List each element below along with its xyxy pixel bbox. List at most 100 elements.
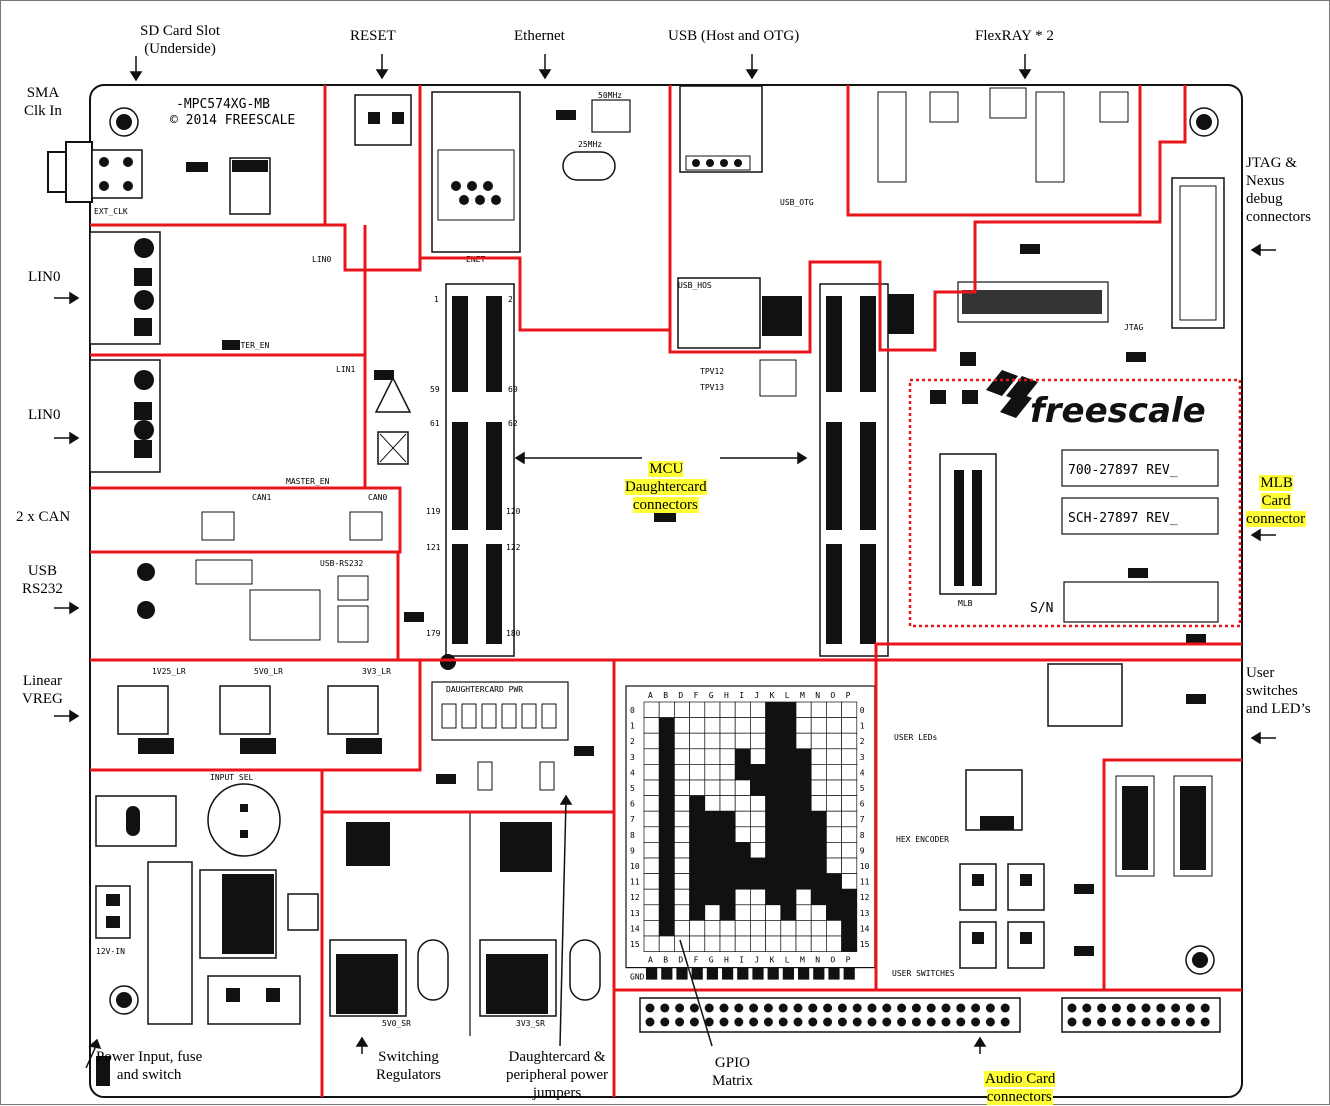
gpio-cell — [674, 717, 690, 734]
audio-pin — [823, 1003, 833, 1013]
audio-pin — [1097, 1003, 1107, 1013]
audio-pin — [660, 1003, 670, 1013]
gpio-cell — [750, 748, 766, 765]
gpio-cell — [689, 764, 706, 781]
gpio-cell — [765, 779, 782, 796]
audio-pin — [763, 1003, 773, 1013]
audio-connectors — [639, 997, 1221, 1033]
gpio-cell — [826, 779, 842, 796]
gpio-cell — [750, 810, 766, 828]
gpio-cell — [780, 842, 797, 859]
gpio-cell — [689, 935, 706, 952]
gpio-gnd-pad — [646, 967, 658, 980]
gpio-cell — [780, 748, 797, 765]
gpio-cell — [704, 935, 721, 952]
gpio-col-footer: J — [754, 956, 759, 965]
pin-right-122: 122 — [506, 543, 521, 552]
gpio-cell — [826, 764, 842, 781]
gpio-row-label-right: 11 — [860, 878, 870, 887]
gpio-gnd-pad — [722, 967, 734, 980]
gpio-cell — [674, 826, 690, 843]
gpio-cell — [658, 810, 675, 828]
gpio-cell — [795, 935, 812, 952]
audio-pin — [704, 1017, 714, 1027]
pin-right-60: 60 — [508, 385, 518, 394]
audio-pin — [971, 1003, 981, 1013]
gpio-cell — [734, 701, 751, 718]
gpio-col-header: P — [846, 691, 851, 700]
gpio-cell — [841, 795, 858, 812]
gpio-cell — [719, 810, 736, 828]
gpio-cell — [810, 717, 827, 734]
gpio-cell — [841, 873, 858, 890]
gpio-cell — [704, 732, 721, 750]
gpio-cell — [734, 888, 751, 906]
gpio-cell — [674, 935, 690, 952]
tpv13-label: TPV13 — [700, 383, 724, 392]
gpio-gnd-pad — [737, 967, 749, 980]
gpio-row-label-right: 0 — [860, 706, 865, 715]
gpio-cell — [719, 748, 736, 765]
gpio-cell — [841, 779, 858, 796]
gpio-cell — [765, 857, 782, 874]
gpio-cell — [658, 717, 675, 734]
lr-3v3: 3V3_LR — [362, 667, 391, 676]
gpio-row-label: 0 — [630, 706, 635, 715]
audio-pin — [941, 1003, 951, 1013]
pin-left-121: 121 — [426, 543, 441, 552]
audio-pin — [1171, 1017, 1181, 1027]
gpio-gnd-pad — [752, 967, 764, 980]
gpio-cell — [750, 717, 766, 734]
callout-mlb: MLB Card connector — [1246, 456, 1307, 528]
gpio-cell — [765, 904, 782, 921]
gpio-cell — [643, 810, 660, 828]
audio-pin — [1200, 1017, 1210, 1027]
gpio-col-footer: I — [739, 956, 744, 965]
pin-right-2: 2 — [508, 295, 513, 304]
usb-rs232-silk: USB-RS232 — [320, 559, 364, 568]
audio-pin — [763, 1017, 773, 1027]
gpio-cell — [765, 920, 782, 937]
gpio-cell — [734, 732, 751, 750]
gpio-cell — [734, 779, 751, 796]
gpio-cell — [704, 717, 721, 734]
gpio-row-label: 4 — [630, 768, 635, 777]
gpio-cell — [643, 842, 660, 859]
gpio-row-label: 13 — [630, 909, 640, 918]
gpio-row-label-right: 13 — [860, 909, 870, 918]
gpio-col-footer: L — [785, 956, 790, 965]
gpio-row-label-right: 15 — [860, 940, 870, 949]
usb-otg-label: USB_OTG — [780, 198, 814, 207]
lin0-silk: LIN0 — [312, 255, 331, 264]
audio-pin — [660, 1017, 670, 1027]
callout-mlb-text: MLB Card connector — [1246, 475, 1307, 527]
gpio-cell — [674, 888, 690, 906]
callout-reset: RESET — [350, 28, 396, 44]
usb-host-label: USB_HOS — [678, 281, 712, 290]
audio-pin — [793, 1003, 803, 1013]
pin-left-59: 59 — [430, 385, 440, 394]
gpio-cell — [704, 748, 721, 765]
gpio-gnd-pad — [706, 967, 718, 980]
gpio-row-label-right: 10 — [860, 862, 870, 871]
gpio-cell — [826, 888, 842, 906]
callout-usb-rs232: USB RS232 — [22, 563, 63, 597]
gpio-cell — [689, 701, 706, 718]
gpio-cell — [734, 842, 751, 859]
gpio-cell — [841, 904, 858, 921]
callout-jtag: JTAG & Nexus debug connectors — [1246, 155, 1311, 225]
gpio-cell — [734, 904, 751, 921]
gpio-cell — [643, 717, 660, 734]
gpio-cell — [658, 701, 675, 718]
gpio-row-label: 7 — [630, 815, 635, 824]
gpio-cell — [704, 764, 721, 781]
gpio-cell — [750, 873, 766, 890]
gpio-cell — [734, 935, 751, 952]
gpio-cell — [704, 920, 721, 937]
gpio-cell — [674, 904, 690, 921]
pin-left-179: 179 — [426, 629, 441, 638]
callout-switching-regs: Switching Regulators — [376, 1049, 441, 1083]
callout-audio-card-text: Audio Card connectors — [984, 1071, 1056, 1105]
gpio-cell — [780, 935, 797, 952]
gpio-row-label: 2 — [630, 737, 635, 746]
